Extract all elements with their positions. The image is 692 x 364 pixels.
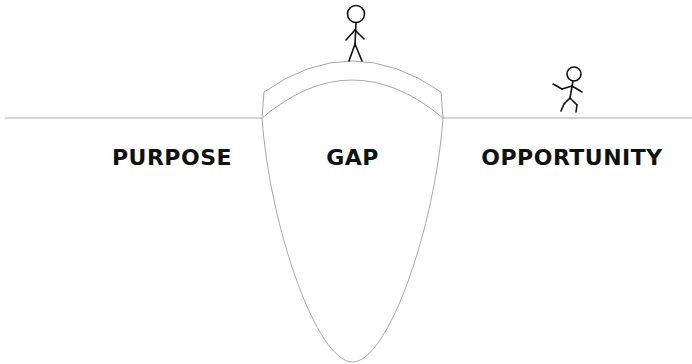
gap-pit: GAP <box>262 118 443 362</box>
ground-line <box>5 118 262 119</box>
bridge-outer <box>262 61 443 118</box>
stick-figure <box>346 6 365 62</box>
region-label: PURPOSE <box>112 145 232 171</box>
region-label: GAP <box>262 145 443 171</box>
walking-figure <box>553 67 582 112</box>
ground-line <box>443 118 692 119</box>
pit-outline <box>262 118 443 362</box>
region-label: OPPORTUNITY <box>481 145 663 171</box>
bridge-inner <box>262 80 443 118</box>
